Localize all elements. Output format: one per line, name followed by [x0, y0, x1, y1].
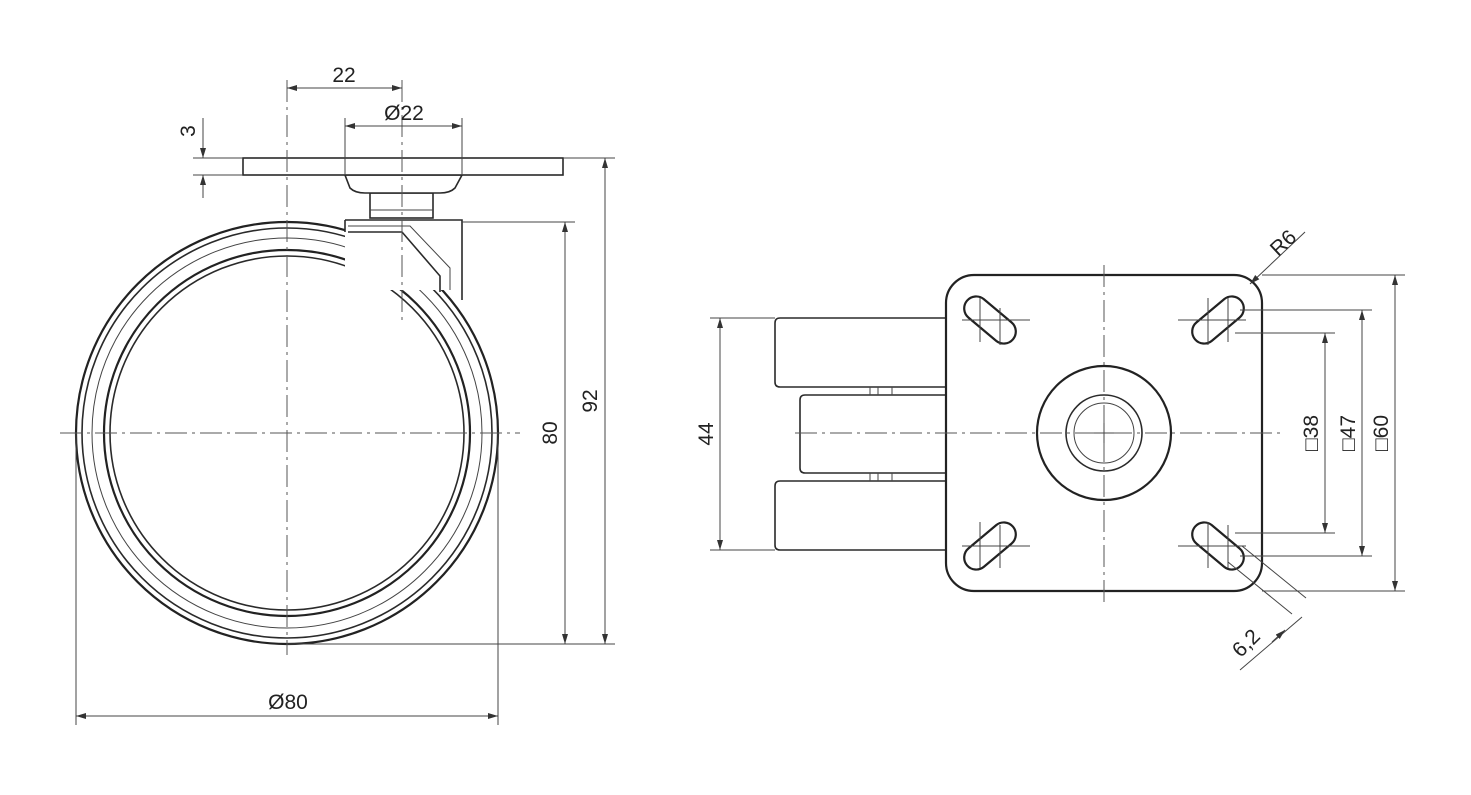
swivel-boss	[1035, 364, 1173, 502]
wheel-diameter-dimension: Ø80	[75, 433, 499, 725]
top-view: 44 R6 □38 □47 □60	[695, 226, 1405, 671]
offset-dimension: 22	[287, 64, 402, 91]
stem-diameter-label: Ø22	[384, 102, 424, 125]
bolt-slot-bottom-right	[1178, 521, 1246, 571]
wheel-height-dimension: 80	[287, 221, 575, 645]
bolt-slot-top-left	[962, 295, 1030, 345]
bolt-square-large-dimension: □47	[1240, 309, 1372, 557]
plate-square-label: □60	[1370, 415, 1393, 451]
bolt-square-small-dimension: □38	[1235, 332, 1335, 534]
side-view: 22 Ø22 3 80 92	[60, 64, 615, 725]
bolt-square-large-label: □47	[1337, 415, 1360, 451]
stem-diameter-dimension: Ø22	[344, 102, 463, 175]
wheel-diameter-label: Ø80	[268, 691, 308, 714]
corner-radius-label: R6	[1266, 226, 1301, 261]
fork-bracket	[242, 157, 564, 300]
offset-label: 22	[332, 64, 355, 87]
plate-thickness-label: 3	[177, 125, 200, 137]
bolt-square-small-label: □38	[1300, 415, 1323, 451]
plate-thickness-dimension: 3	[177, 118, 243, 198]
bolt-slot-bottom-left	[962, 521, 1030, 571]
slot-width-label: 6,2	[1228, 625, 1265, 662]
bolt-slot-top-right	[1178, 295, 1246, 345]
wheel-top-profile	[774, 317, 946, 551]
total-height-dimension: 92	[563, 157, 615, 645]
total-height-label: 92	[579, 389, 602, 412]
wheel-width-label: 44	[695, 422, 718, 446]
wheel-height-label: 80	[539, 421, 562, 444]
plate-square-dimension: □60	[1262, 274, 1405, 592]
wheel-width-dimension: 44	[695, 317, 775, 551]
